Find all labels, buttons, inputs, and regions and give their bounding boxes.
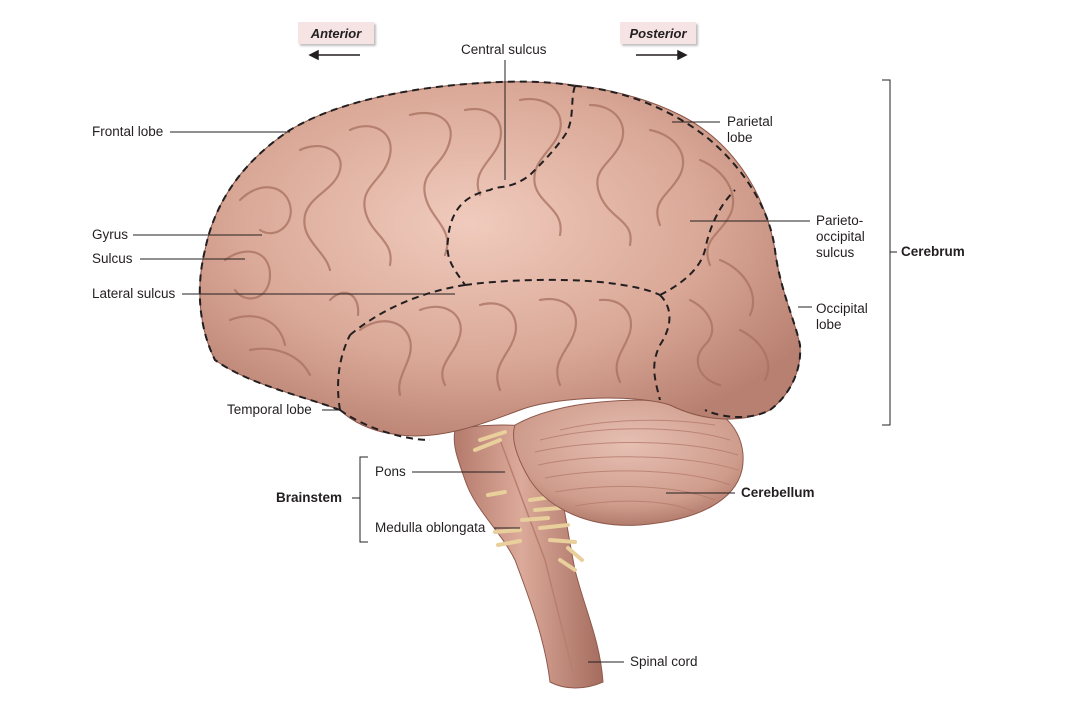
- anterior-direction-label: Anterior: [298, 22, 374, 44]
- label-sulcus: Sulcus: [92, 251, 133, 266]
- label-cerebellum: Cerebellum: [741, 485, 815, 500]
- cerebrum-shape: [199, 81, 801, 437]
- label-occipital-lobe-line2: lobe: [816, 317, 842, 332]
- label-pons: Pons: [375, 464, 406, 479]
- leader-lines: [133, 60, 897, 663]
- label-parieto-occipital-line1: Parieto-: [816, 213, 864, 228]
- label-frontal-lobe: Frontal lobe: [92, 124, 164, 139]
- posterior-direction-label: Posterior: [620, 22, 696, 44]
- label-parieto-occipital-line2: occipital: [816, 229, 865, 244]
- label-temporal-lobe: Temporal lobe: [227, 402, 312, 417]
- label-brainstem: Brainstem: [276, 490, 343, 505]
- label-medulla-oblongata: Medulla oblongata: [375, 520, 486, 535]
- label-gyrus: Gyrus: [92, 227, 129, 242]
- label-cerebrum: Cerebrum: [901, 244, 965, 259]
- label-parieto-occipital-sulcus: Parieto- occipital sulcus: [816, 213, 865, 261]
- label-parieto-occipital-line3: sulcus: [816, 245, 855, 260]
- label-parietal-lobe-line2: lobe: [727, 130, 753, 145]
- label-parietal-lobe: Parietal lobe: [727, 114, 773, 146]
- label-central-sulcus: Central sulcus: [461, 42, 547, 57]
- label-parietal-lobe-line1: Parietal: [727, 114, 773, 129]
- direction-arrows: [308, 49, 688, 61]
- gyri-texture: [223, 97, 770, 397]
- label-occipital-lobe-line1: Occipital: [816, 301, 868, 316]
- label-spinal-cord: Spinal cord: [630, 654, 698, 669]
- label-occipital-lobe: Occipital lobe: [816, 301, 868, 333]
- cranial-nerves: [473, 430, 584, 572]
- label-lateral-sulcus: Lateral sulcus: [92, 286, 176, 301]
- lobe-boundaries: [198, 80, 802, 441]
